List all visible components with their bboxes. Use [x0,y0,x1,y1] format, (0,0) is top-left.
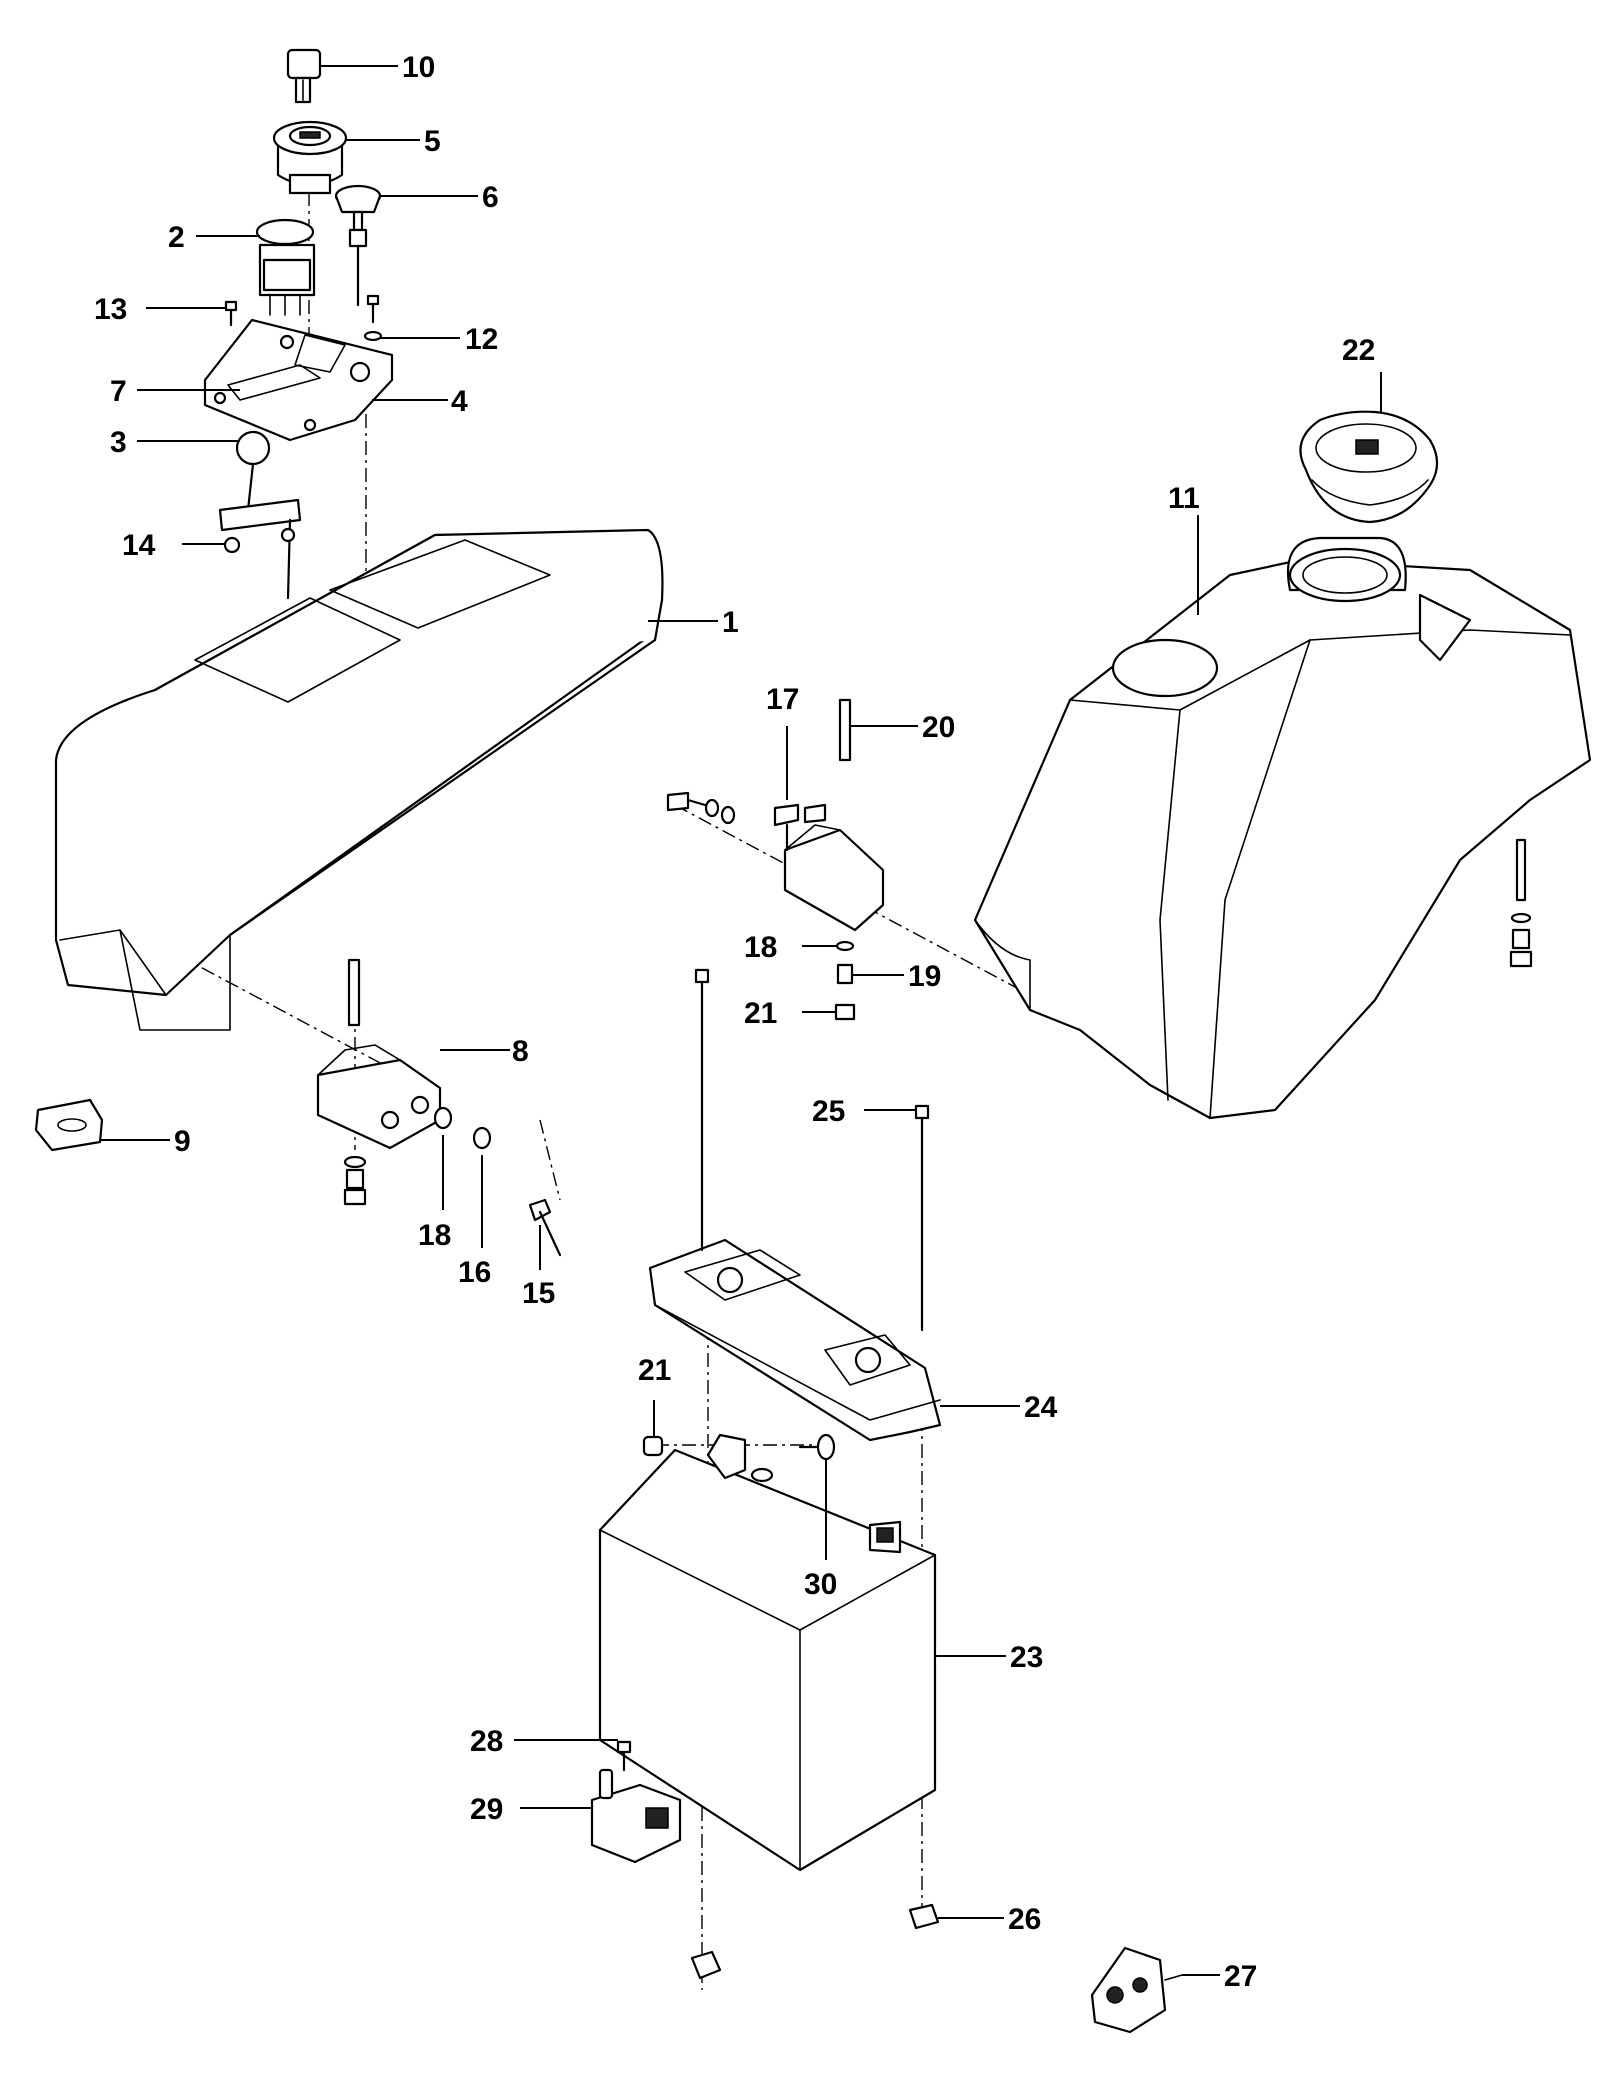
part-12-screw-washer [363,294,383,342]
callout-label: 10 [402,51,435,84]
part-5-ignition-switch [272,120,348,195]
leader-lines [100,65,1382,1976]
callout-label: 21 [638,1354,671,1387]
callout-label: 26 [1008,1903,1041,1936]
callout-label: 17 [766,683,799,716]
part-22-fuel-cap [1299,410,1439,524]
callout-label: 28 [470,1725,503,1758]
callout-label: 11 [1168,482,1200,515]
callout-label: 9 [174,1125,191,1158]
callout-label: 25 [812,1095,845,1128]
callout-label: 6 [482,181,499,214]
part-23-battery [598,1433,937,1872]
part-27-solenoid [1090,1946,1183,2034]
part-21-nut [642,1435,664,1457]
part-29-seat-switch [590,1768,682,1864]
callout-label: 4 [451,385,468,418]
callout-label: 19 [908,960,941,993]
callout-label: 21 [744,997,777,1030]
callout-label: 23 [1010,1641,1043,1674]
callout-label: 3 [110,426,127,459]
callout-labels: 10 5 6 2 13 12 7 4 3 14 1 22 11 17 20 18… [94,51,1375,1993]
callout-label: 15 [522,1277,555,1310]
part-11-fender-tank [973,536,1592,1120]
callout-label: 13 [94,293,127,326]
part-6-choke-knob [334,184,382,307]
part-28-screw [616,1740,632,1772]
callout-label: 1 [722,606,739,639]
callout-label: 5 [424,125,441,158]
part-30-bolt [798,1433,836,1461]
callout-label: 22 [1342,334,1375,367]
callout-label: 12 [465,323,498,356]
callout-label: 18 [744,931,777,964]
part-2-pto-switch [255,218,316,316]
callout-label: 29 [470,1793,503,1826]
part-10-key [286,48,322,104]
callout-label: 18 [418,1219,451,1252]
part-24-battery-holddown [648,968,942,1442]
callout-label: 7 [110,375,127,408]
callout-label: 24 [1024,1391,1058,1424]
part-26-clip-nut [690,1903,940,1980]
callout-label: 8 [512,1035,529,1068]
callout-label: 16 [458,1256,491,1289]
part-9-clip [34,1098,104,1152]
part-1-console-cover [54,528,664,1031]
part-8-bracket [316,958,562,1257]
callout-label: 20 [922,711,955,744]
callout-label: 2 [168,221,185,254]
part-20-bracket-right [666,698,885,1021]
part-13-screw [224,300,238,327]
callout-label: 14 [122,529,156,562]
part-3-throttle-lever [218,430,302,600]
callout-label: 27 [1224,1960,1257,1993]
part-4-control-plate [203,318,394,442]
callout-label: 30 [804,1568,837,1601]
